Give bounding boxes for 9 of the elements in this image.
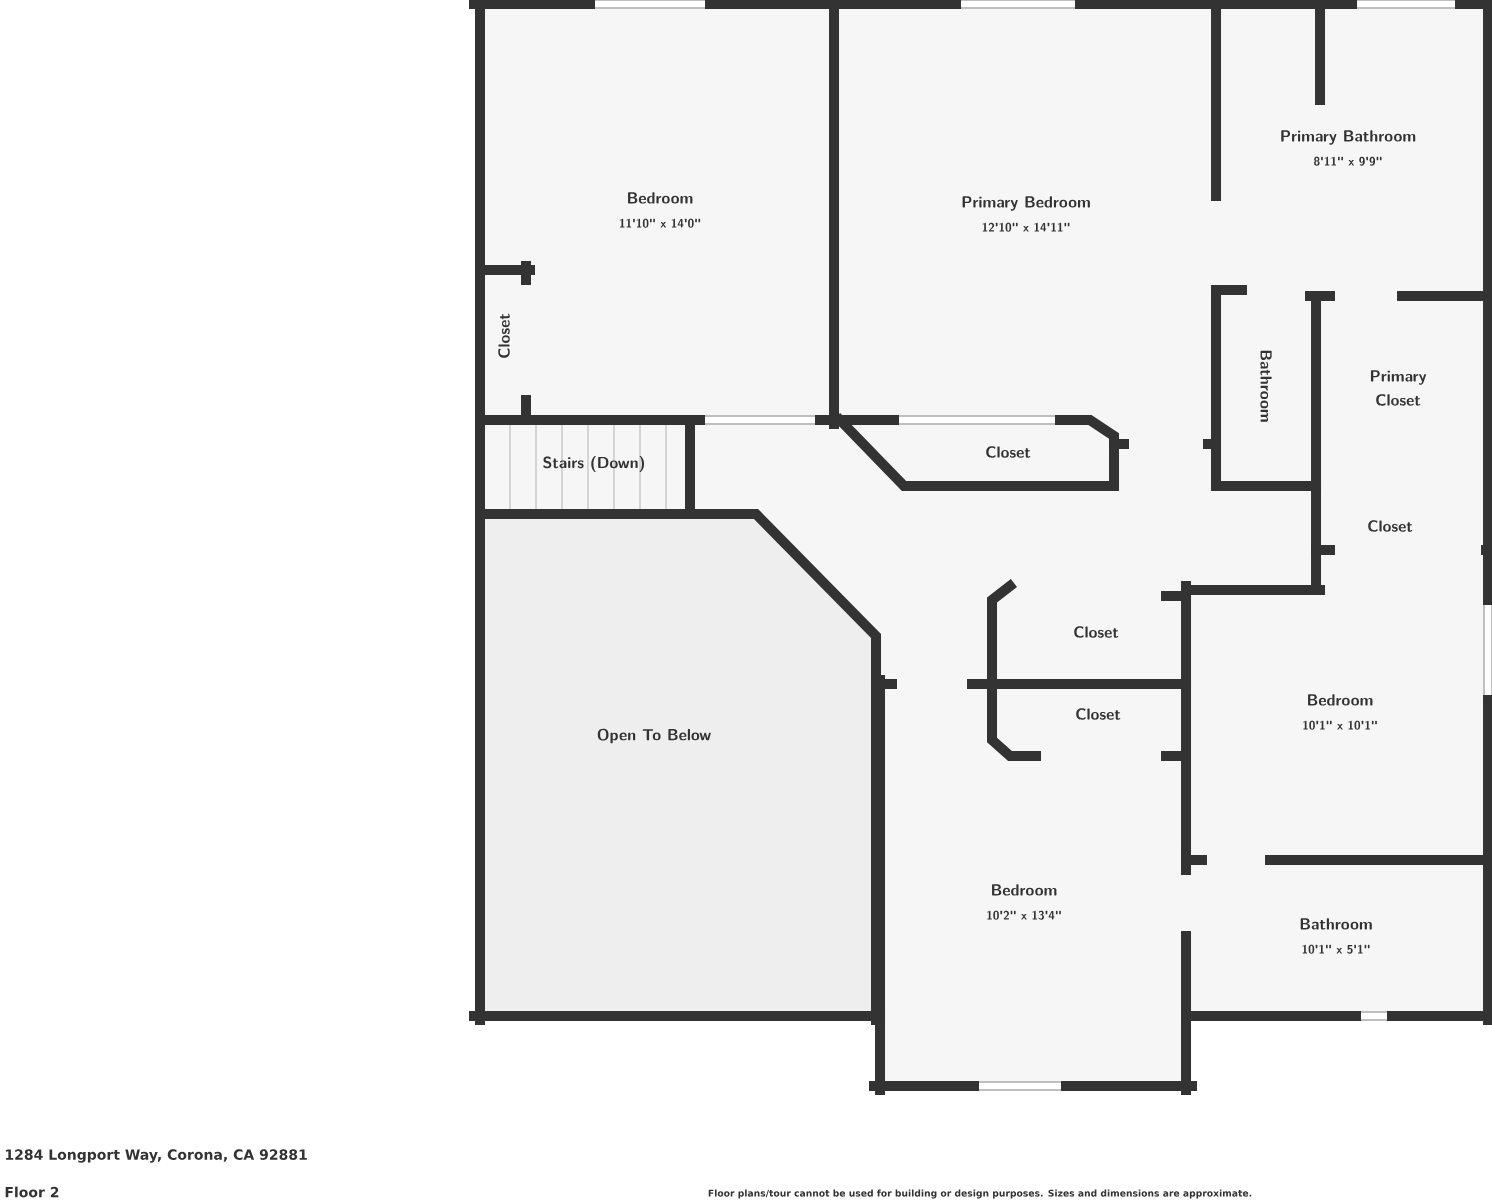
room-label: Open To Below [597,728,711,744]
room-label: Closet [1076,708,1121,720]
room-label: Stairs (Down) [543,456,645,472]
room-label: Closet [1368,520,1413,532]
room-label: Closet [1074,626,1119,638]
room-label: Bathroom [1260,350,1272,422]
room-label: Closet [986,446,1031,458]
room-label: Closet [498,313,510,358]
room-label: Primary Closet [1370,370,1427,406]
